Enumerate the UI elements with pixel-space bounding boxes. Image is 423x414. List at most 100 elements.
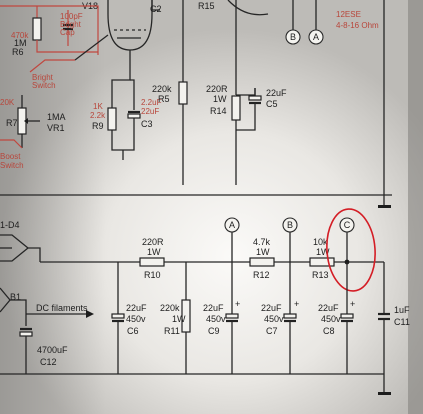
ground-symbol-bottom — [378, 392, 391, 395]
boost-switch — [0, 139, 23, 149]
tp-c-label: C — [344, 220, 351, 230]
bright-cap-2: Bright — [60, 20, 82, 29]
c6-plate1 — [111, 313, 125, 319]
c8-plate1 — [340, 313, 354, 319]
vr1-ref: VR1 — [47, 123, 65, 133]
r5-ref: R5 — [158, 94, 170, 104]
boost-1: Boost — [0, 152, 21, 161]
c3-wire — [130, 79, 135, 104]
r13-ref: R13 — [312, 270, 329, 280]
r14-value-2: 1W — [213, 94, 227, 104]
r11-ref: R11 — [164, 326, 180, 336]
r13-value-2: 1W — [316, 247, 330, 257]
r12-value-1: 4.7k — [253, 237, 271, 247]
tp-b-label: B — [287, 220, 293, 230]
bright-cap-3: Cap — [60, 28, 75, 37]
c6-ref: C6 — [127, 326, 139, 336]
c5-bottom — [236, 103, 256, 131]
c9-value-2: 450v — [206, 314, 226, 324]
c7-ref: C7 — [266, 326, 278, 336]
resistor-r5 — [178, 81, 188, 105]
r13-value-1: 10k — [313, 237, 328, 247]
c3-value-2: 22uF — [141, 107, 159, 116]
c11-ref: C11 — [394, 317, 410, 327]
resistor-r9 — [107, 107, 117, 131]
test-point-b-top — [285, 29, 301, 45]
c5-plate1 — [248, 95, 262, 101]
tp-a-top-label: A — [313, 32, 319, 42]
bridge-out — [28, 247, 41, 262]
test-point-a-top — [308, 29, 324, 45]
speaker-1: 12ESE — [336, 10, 361, 19]
ground-symbol-top — [378, 205, 391, 208]
tp-b-top-label: B — [290, 32, 296, 42]
c8-plus: + — [350, 299, 355, 309]
dc-filaments-label: DC filaments — [36, 303, 88, 313]
bright-switch-1: Bright — [32, 73, 54, 82]
filament-out — [10, 299, 27, 326]
resistor-r10 — [139, 257, 165, 267]
c2-label: C2 — [150, 4, 162, 14]
r9-value-1: 1K — [93, 102, 103, 111]
r6-ref: R6 — [12, 47, 24, 57]
c2-wire — [151, 0, 160, 11]
c12-plate2 — [19, 331, 33, 337]
c3-value-1: 2.2uF — [141, 98, 162, 107]
test-point-b — [282, 217, 298, 233]
c9-value-1: 22uF — [203, 303, 224, 313]
bridge-label: 1-D4 — [0, 220, 20, 230]
output-tube-envelope — [227, 0, 269, 16]
c6-value-1: 22uF — [126, 303, 147, 313]
c8-value-2: 450v — [321, 314, 341, 324]
r12-ref: R12 — [253, 270, 270, 280]
c9-ref: C9 — [208, 326, 220, 336]
r10-ref: R10 — [144, 270, 161, 280]
r10-value-1: 220R — [142, 237, 164, 247]
page-edge — [408, 0, 423, 414]
test-point-a — [224, 217, 240, 233]
b1-label: B1 — [10, 292, 21, 302]
c7-value-1: 22uF — [261, 303, 282, 313]
c11-value: 1uF — [394, 305, 410, 315]
c5-ref: C5 — [266, 99, 278, 109]
c6-value-2: 450v — [126, 314, 146, 324]
r6-value-1: 470k — [11, 31, 29, 40]
vr1-value: 1MA — [47, 112, 66, 122]
vr1-arrow — [24, 118, 28, 124]
preamp-section: V18 470k 1M R6 100pF Bright Cap Bright S… — [0, 0, 392, 208]
r12-value-2: 1W — [256, 247, 270, 257]
filament-arrow-icon — [86, 310, 94, 318]
r11-value-2: 1W — [172, 314, 186, 324]
r14-ref: R14 — [210, 106, 227, 116]
c5-value: 22uF — [266, 88, 287, 98]
c7-value-2: 450v — [264, 314, 284, 324]
test-point-c — [339, 217, 355, 233]
r6-value-2: 1M — [14, 38, 27, 48]
c9-plus: + — [235, 299, 240, 309]
resistor-r13 — [309, 257, 335, 267]
power-supply-section: 1-D4 220R 1W R10 4.7k 1W R12 10k 1W R13 … — [0, 208, 410, 395]
c8-value-1: 22uF — [318, 303, 339, 313]
grid-lead — [74, 34, 109, 61]
k-label: 20K — [0, 98, 15, 107]
r7-label: R7 — [6, 118, 18, 128]
highlight-ellipse — [326, 208, 376, 292]
r9-ref: R9 — [92, 121, 104, 131]
red-wire-top — [0, 5, 99, 55]
c12-value: 4700uF — [37, 345, 68, 355]
r9-value-2: 2.2k — [90, 111, 106, 120]
c7-plate1 — [283, 313, 297, 319]
tp-a-label: A — [229, 220, 235, 230]
c9-plate1 — [225, 313, 239, 319]
c12-ref: C12 — [40, 357, 57, 367]
r11-value-1: 220k — [160, 303, 180, 313]
r5-value: 220k — [152, 84, 172, 94]
resistor-r14 — [231, 95, 241, 121]
bright-cap-1: 100pF — [60, 12, 83, 21]
boost-2: Switch — [0, 161, 24, 170]
c3-plate2 — [127, 113, 141, 119]
c3-ref: C3 — [141, 119, 153, 129]
